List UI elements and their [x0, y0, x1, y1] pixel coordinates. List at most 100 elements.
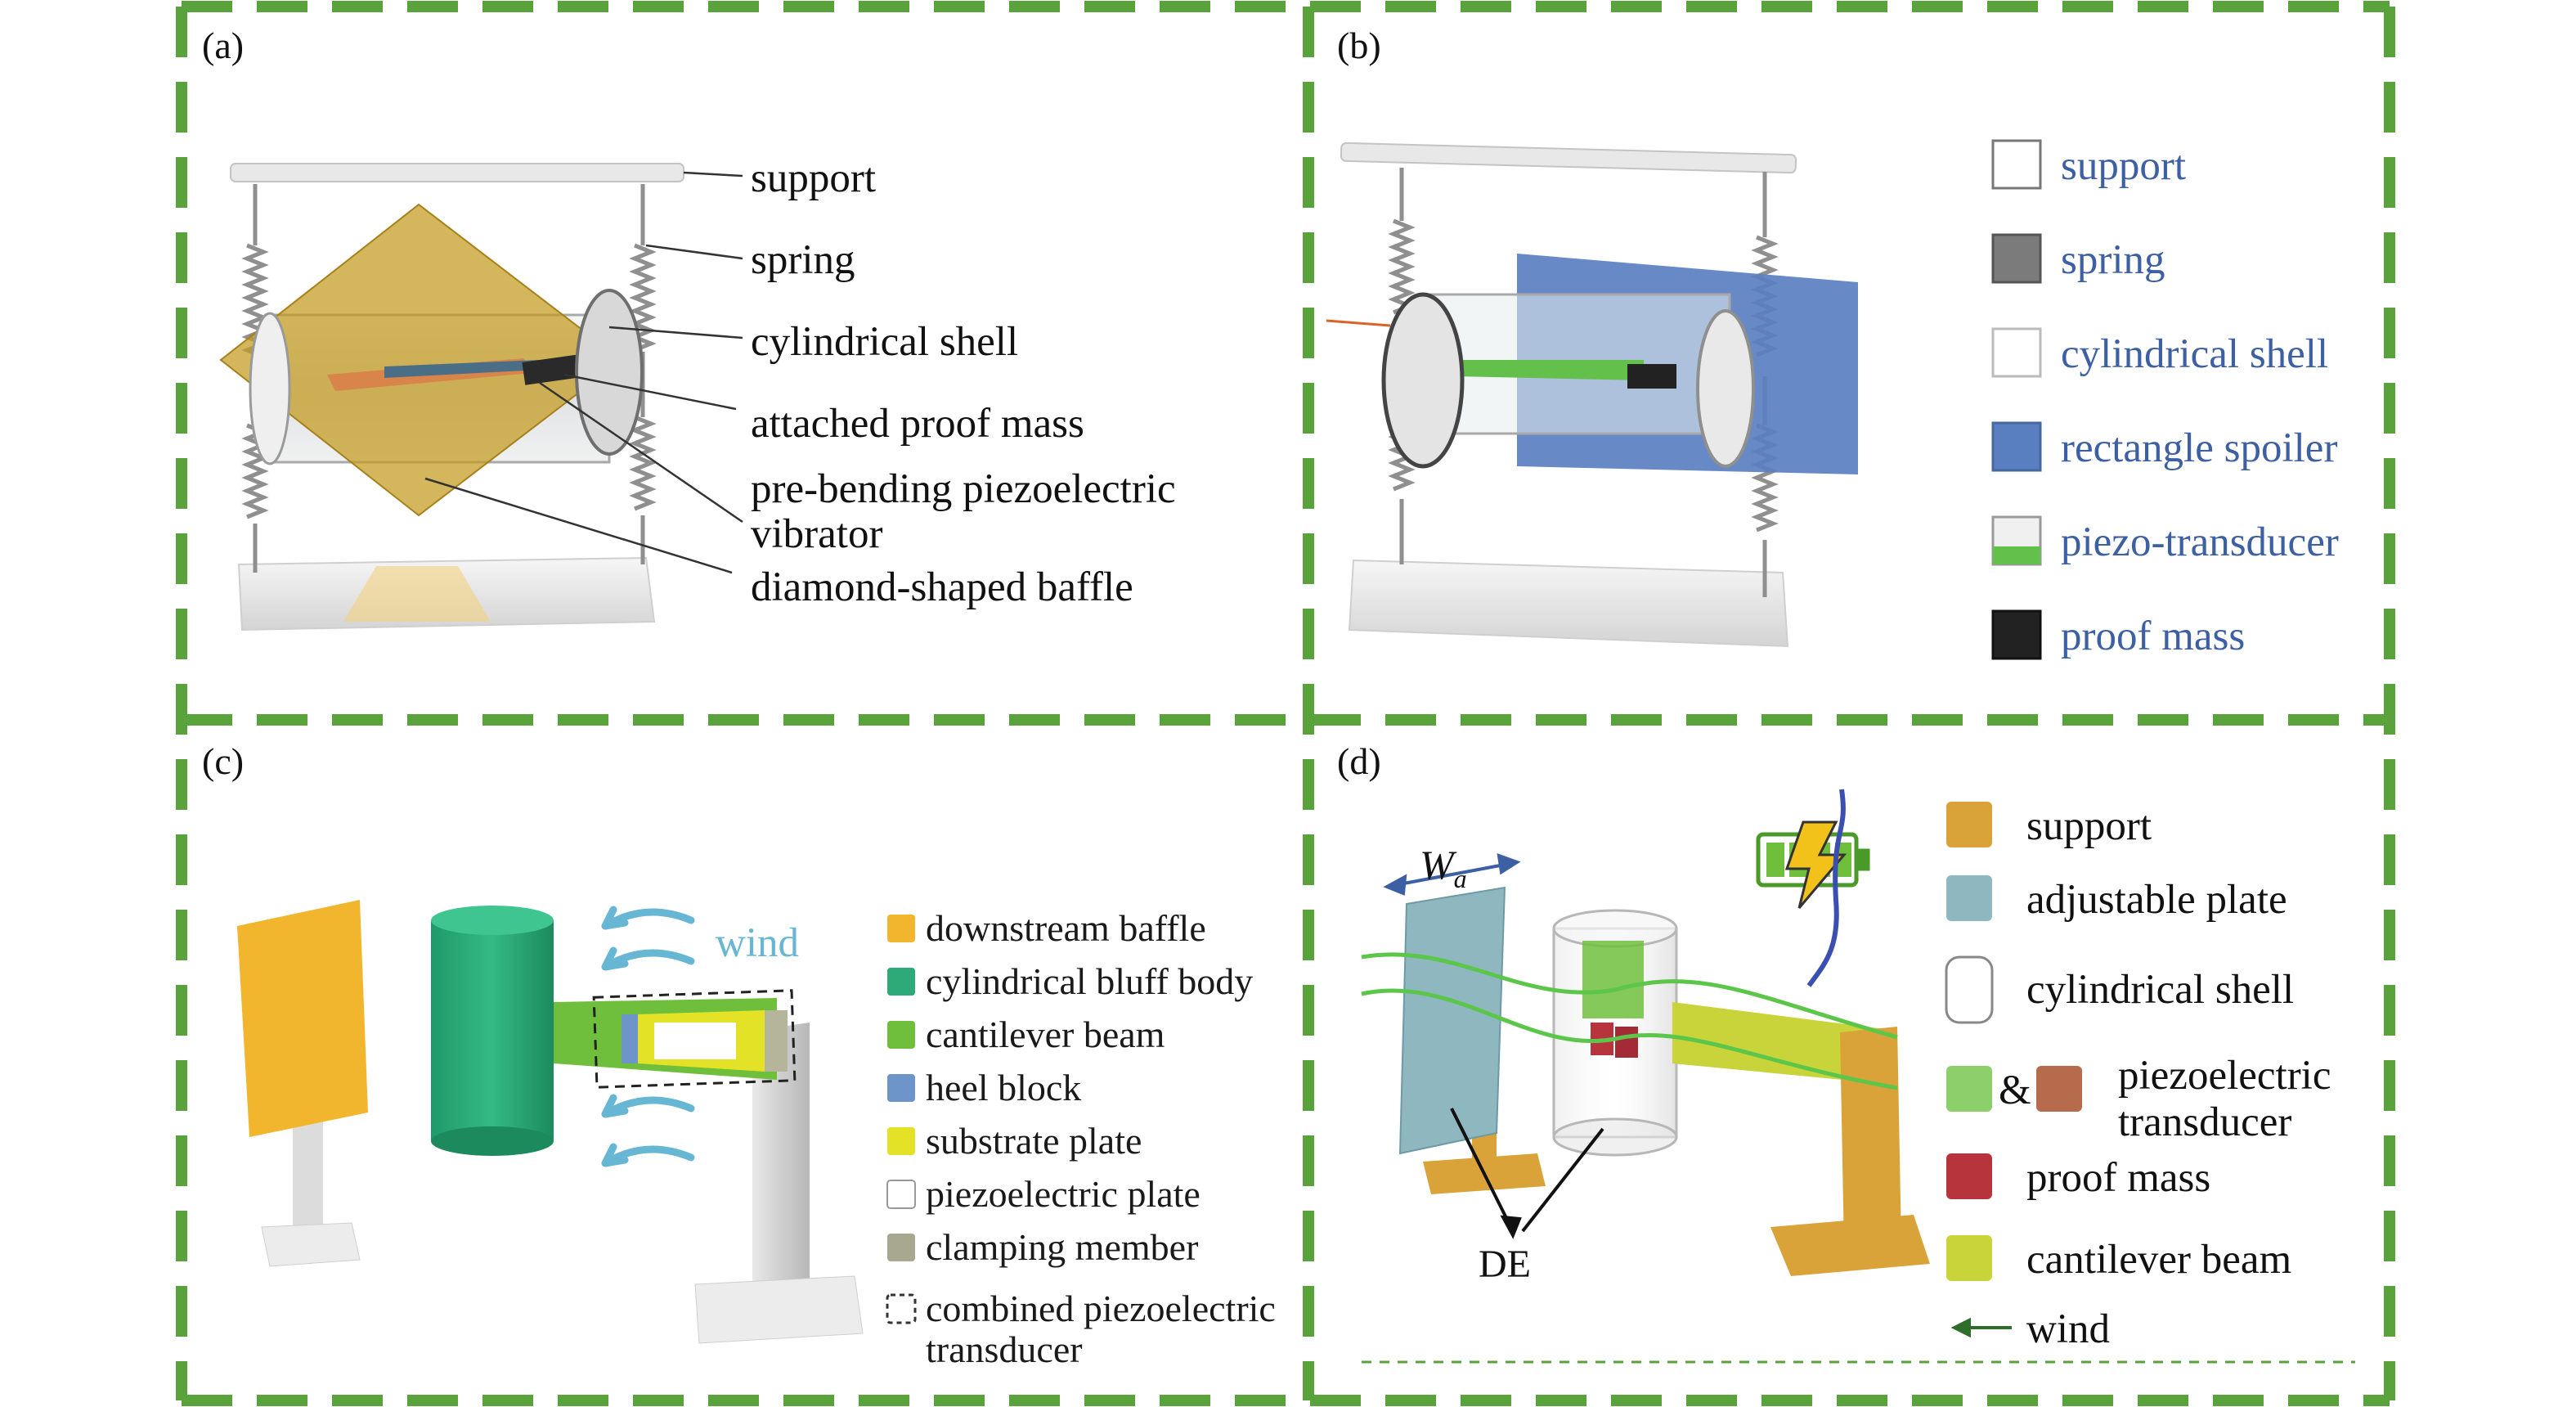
panel-a-callout-lines	[424, 171, 743, 574]
callout-pre-bending: pre-bending piezoelectric	[751, 466, 1176, 512]
panel-c-combined-transducer-box	[592, 989, 797, 1089]
panel-c-heel-block	[622, 1014, 638, 1063]
panel-b-legend-icons	[1991, 139, 2042, 660]
legend-d-piezoelectric: piezoelectric	[2118, 1053, 2331, 1099]
legend-b-spring-swatch	[1991, 233, 2042, 284]
panel-c-downstream-baffle	[237, 900, 368, 1137]
wind-arrow-icon	[601, 906, 695, 930]
legend-c-piezoelectric-plate-swatch	[886, 1180, 916, 1209]
legend-b-support-swatch	[1991, 139, 2042, 190]
panel-d-green-wires	[1361, 952, 1898, 1090]
panel-d-adjustable-plate	[1398, 886, 1506, 1155]
panel-c-post-base	[694, 1275, 864, 1344]
panel-c-bluff-top	[431, 906, 554, 935]
width-symbol-main: W	[1420, 842, 1454, 888]
wind-arrow-icon	[601, 946, 695, 971]
wind-arrow-icon	[601, 1094, 695, 1118]
legend-b-proof-mass: proof mass	[2061, 614, 2246, 659]
panel-b-proof-mass	[1627, 364, 1676, 389]
panel-c-clamping-member	[765, 1010, 788, 1072]
panel-a-baffle-shadow	[343, 566, 491, 622]
legend-c-cylindrical-bluff-body: cylindrical bluff body	[926, 960, 1254, 1002]
legend-d-proof-mass-swatch	[1946, 1153, 1992, 1199]
legend-b-support: support	[2061, 143, 2186, 189]
legend-b-cylindrical-shell-swatch	[1991, 327, 2042, 378]
legend-d-wind-arrow-icon	[1950, 1317, 2012, 1338]
legend-c-piezoelectric-plate: piezoelectric plate	[926, 1173, 1200, 1215]
legend-b-spring: spring	[2061, 237, 2165, 283]
panel-d-dimension-arrow	[1383, 852, 1521, 896]
panel-b-end-disc-left	[1381, 292, 1465, 469]
legend-c-substrate-plate: substrate plate	[926, 1120, 1142, 1162]
panel-a-end-disc-left	[249, 312, 291, 465]
callout-diamond-baffle: diamond-shaped baffle	[751, 564, 1133, 610]
callout-spring: spring	[751, 237, 855, 283]
legend-d-ampersand: &	[1999, 1068, 2031, 1113]
legend-c-downstream-baffle: downstream baffle	[926, 907, 1206, 949]
width-symbol-subscript: a	[1453, 864, 1467, 893]
panel-c-illustration	[237, 900, 864, 1344]
legend-d-piezo-green-swatch	[1946, 1066, 1992, 1112]
panel-d-de-pointers	[1450, 1108, 1604, 1239]
panel-d-tag: (d)	[1337, 740, 1381, 782]
panel-c-bluff-bottom	[431, 1126, 554, 1156]
legend-d-proof-mass: proof mass	[2026, 1155, 2211, 1201]
legend-c-cantilever-beam: cantilever beam	[926, 1014, 1165, 1055]
panel-d-legend-icons	[1945, 802, 2082, 1338]
panel-b-lead-wire	[1326, 319, 1391, 327]
panel-a-diamond-baffle	[219, 203, 623, 517]
legend-c-heel-block: heel block	[926, 1067, 1082, 1108]
legend-c-substrate-plate-swatch	[887, 1127, 915, 1155]
panel-c-baffle-foot	[261, 1222, 361, 1267]
wind-label: wind	[716, 920, 799, 966]
legend-d-support-swatch	[1946, 802, 1992, 847]
legend-b-rectangle-spoiler-swatch	[1991, 421, 2042, 472]
callout-support: support	[751, 155, 876, 201]
legend-d-adjustable-plate: adjustable plate	[2026, 877, 2287, 923]
panel-c-wind-arrows	[601, 906, 695, 1167]
legend-c-combined-transducer-swatch	[886, 1293, 917, 1324]
panel-d-right-post	[1840, 1027, 1901, 1250]
panel-b-base	[1348, 559, 1789, 648]
legend-d-support: support	[2026, 803, 2152, 849]
wind-arrow-icon	[601, 1143, 695, 1167]
panel-a-end-disc-right	[575, 289, 644, 456]
panel-a-vibrator	[327, 354, 582, 391]
panel-frames	[176, 1, 2395, 1406]
panel-d-illustration	[1361, 789, 2355, 1364]
panel-b-tag: (b)	[1337, 25, 1381, 66]
legend-d-cantilever-beam: cantilever beam	[2026, 1237, 2292, 1283]
legend-c-combined-piezoelectric: combined piezoelectric	[926, 1288, 1276, 1329]
legend-b-piezo-transducer-swatch-green	[1993, 546, 2040, 564]
panel-c-baffle-post	[293, 1104, 323, 1235]
legend-d-wind: wind	[2026, 1306, 2110, 1352]
legend-d-transducer: transducer	[2118, 1099, 2292, 1145]
panel-d-right-foot	[1770, 1215, 1930, 1276]
legend-d-cantilever-beam-swatch	[1946, 1235, 1992, 1281]
panel-c-post	[752, 1023, 810, 1301]
panel-a-tag: (a)	[202, 25, 245, 66]
legend-c-cantilever-beam-swatch	[887, 1021, 915, 1049]
legend-b-rectangle-spoiler: rectangle spoiler	[2061, 425, 2338, 471]
callout-attached-proof-mass: attached proof mass	[751, 401, 1084, 447]
panel-d-proof-mass-right	[1615, 1027, 1638, 1058]
legend-b-proof-mass-swatch	[1991, 609, 2042, 660]
panel-d-cantilever-beam	[1672, 1002, 1885, 1084]
panel-c-piezoelectric-plate	[654, 1023, 736, 1059]
panel-d-blue-lead	[1806, 789, 1846, 987]
panel-a-top-support	[230, 163, 684, 182]
panel-c-cylindrical-bluff-body	[431, 920, 554, 1141]
legend-c-heel-block-swatch	[887, 1074, 915, 1102]
callout-cylindrical-shell: cylindrical shell	[751, 319, 1019, 365]
panel-b-top-support	[1340, 142, 1797, 174]
panel-c-legend-icons	[886, 915, 917, 1324]
legend-c-clamping-member-swatch	[887, 1234, 915, 1261]
legend-d-adjustable-plate-swatch	[1946, 875, 1992, 921]
panel-d-piezo-green	[1582, 941, 1644, 1018]
de-label: DE	[1479, 1243, 1531, 1286]
legend-b-cylindrical-shell: cylindrical shell	[2061, 331, 2329, 377]
legend-c-cylindrical-bluff-body-swatch	[887, 968, 915, 996]
width-symbol: Wa	[1420, 844, 1467, 892]
panel-a-illustration	[219, 163, 743, 632]
